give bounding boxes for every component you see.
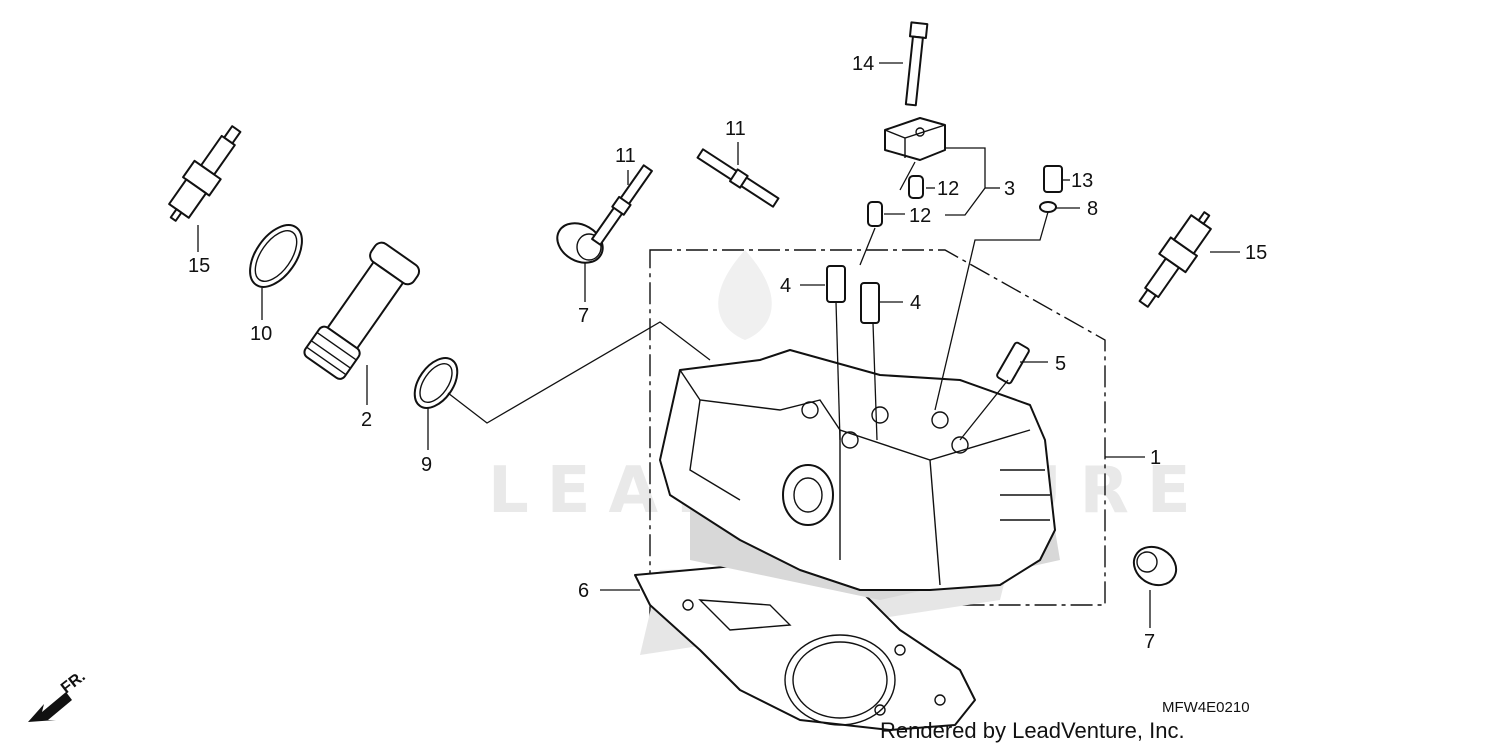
callout-1: 1 [1150, 447, 1161, 469]
callout-13: 13 [1071, 170, 1093, 192]
callout-15-right: 15 [1245, 242, 1267, 264]
callout-15-left: 15 [188, 255, 210, 277]
spark-plug-left [168, 125, 242, 222]
collar-13 [1043, 165, 1063, 193]
callout-2: 2 [361, 409, 372, 431]
o-ring-10 [249, 224, 303, 288]
plug-grommet-right [1132, 545, 1178, 587]
diagram-code: MFW4E0210 [1162, 699, 1250, 716]
callout-14: 14 [852, 53, 874, 75]
leader-lines [197, 62, 1240, 628]
callout-10: 10 [250, 323, 272, 345]
stud-left [591, 164, 653, 246]
spark-plug-right [1138, 211, 1212, 308]
callouts: 1 2 3 4 4 5 6 7 7 8 9 10 11 11 12 12 13 … [188, 53, 1267, 653]
dowel-4-right [860, 282, 880, 324]
plug-grommet-top [556, 222, 604, 264]
callout-4-left: 4 [780, 275, 791, 297]
front-arrow-icon [28, 692, 72, 722]
o-ring-9 [413, 357, 459, 409]
dowel-4-left [826, 265, 846, 303]
front-label: FR. [58, 668, 89, 697]
stud-right [696, 148, 780, 208]
front-indicator: FR. [28, 668, 89, 722]
callout-11-right: 11 [725, 118, 746, 140]
callout-12-lower: 12 [909, 205, 931, 227]
callout-9: 9 [421, 454, 432, 476]
o-ring-8 [1039, 201, 1057, 213]
callout-11-left: 11 [615, 145, 636, 167]
bolt-14 [904, 21, 929, 107]
callout-7-top: 7 [578, 305, 589, 327]
callout-4-right: 4 [910, 292, 921, 314]
dowel-pin-lower [867, 201, 883, 227]
callout-12-upper: 12 [937, 178, 959, 200]
callout-8: 8 [1087, 198, 1098, 220]
dowel-pin-upper [908, 175, 924, 199]
callout-5: 5 [1055, 353, 1066, 375]
cylinder-head [659, 349, 1060, 600]
render-credit: Rendered by LeadVenture, Inc. [880, 718, 1185, 743]
callout-6: 6 [578, 580, 589, 602]
plug-tube [303, 241, 421, 380]
callout-3: 3 [1004, 178, 1015, 200]
callout-7-right: 7 [1144, 631, 1155, 653]
stud-5 [996, 341, 1030, 385]
holder-3 [884, 117, 946, 161]
